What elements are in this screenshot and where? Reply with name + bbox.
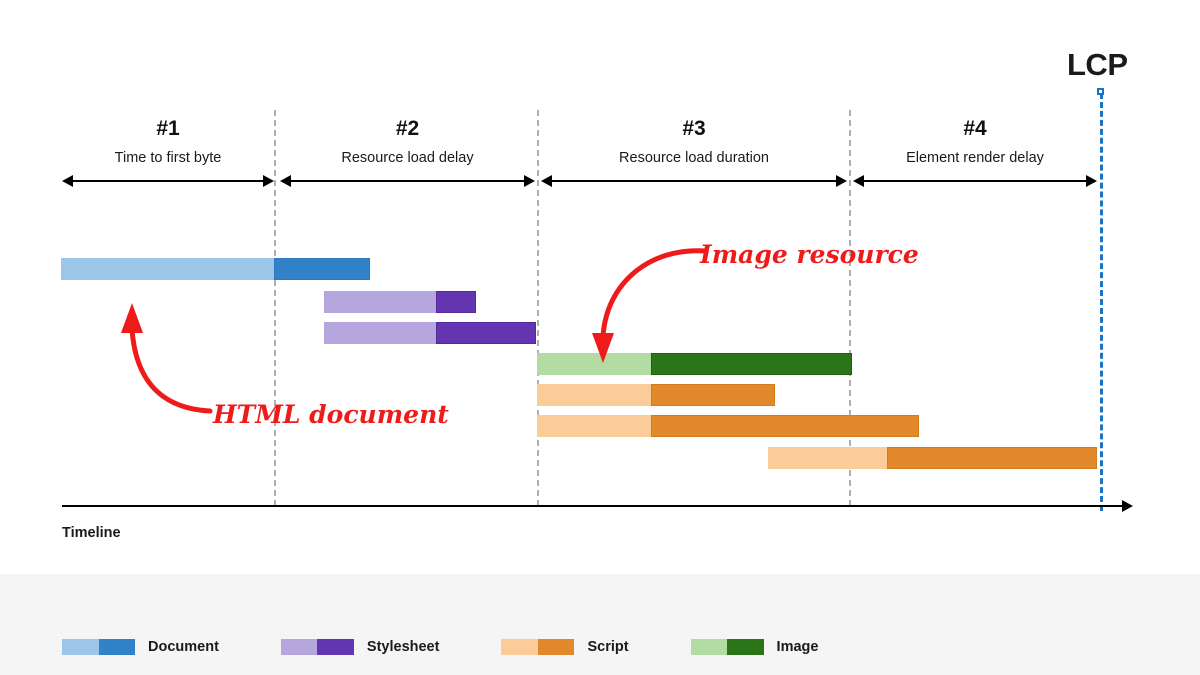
timeline-axis-label: Timeline — [62, 525, 121, 541]
chart-plot-area: LCP #1 Time to first byte #2 Resource lo… — [61, 47, 1133, 541]
phase-4-arrow — [853, 174, 1097, 188]
phase-1-name: Time to first byte — [114, 150, 222, 166]
bar-segment-pale — [324, 322, 436, 344]
phase-3-number: #3 — [682, 117, 706, 140]
phase-1: #1 Time to first byte — [62, 118, 274, 166]
phase-2-number: #2 — [395, 117, 420, 140]
bar-segment-pale — [768, 447, 887, 469]
phase-1-arrow — [62, 174, 274, 188]
phase-3: #3 Resource load duration — [541, 118, 847, 166]
arrow-head-left-icon — [541, 174, 552, 187]
phase-4-number: #4 — [963, 117, 987, 140]
bar-stylesheet-2 — [324, 322, 536, 344]
axis-arrow-head-icon — [1122, 499, 1133, 512]
arrow-head-left-icon — [853, 174, 864, 187]
arrow-head-left-icon — [62, 174, 73, 187]
bar-segment-solid — [651, 384, 775, 406]
html-document-annotation-label: HTML document — [213, 400, 449, 429]
lcp-label: LCP — [1067, 47, 1128, 82]
legend: Document Stylesheet Script — [0, 574, 1200, 675]
phase-2-name: Resource load delay — [341, 150, 474, 166]
bar-segment-pale — [61, 258, 274, 280]
bar-segment-pale — [537, 353, 651, 375]
phase-divider-3 — [849, 110, 851, 506]
bar-script-1 — [537, 384, 775, 406]
swatch-solid — [317, 638, 354, 655]
legend-swatch-image — [690, 638, 764, 655]
bar-segment-solid — [651, 415, 919, 437]
legend-swatch-script — [501, 638, 575, 655]
bar-segment-solid — [887, 447, 1097, 469]
legend-label-script: Script — [587, 638, 629, 655]
lcp-marker-line — [1100, 93, 1103, 511]
arrow-head-right-icon — [524, 174, 535, 187]
legend-swatch-stylesheet — [280, 638, 354, 655]
image-resource-annotation-label: Image resource — [700, 240, 919, 269]
bar-script-3 — [768, 447, 1097, 469]
swatch-solid — [98, 638, 135, 655]
bar-segment-solid — [274, 258, 370, 280]
legend-item-image: Image — [690, 638, 819, 655]
legend-label-stylesheet: Stylesheet — [366, 638, 440, 655]
legend-item-document: Document — [62, 638, 219, 655]
phase-2-arrow — [280, 174, 535, 188]
arrow-head-left-icon — [280, 174, 291, 187]
swatch-pale — [690, 638, 728, 655]
bar-segment-pale — [537, 415, 651, 437]
html-document-annotation-arrow — [121, 303, 213, 414]
phase-divider-2 — [537, 110, 539, 506]
arrow-head-right-icon — [836, 174, 847, 187]
bar-segment-pale — [324, 291, 436, 313]
phase-4-name: Element render delay — [906, 150, 1044, 166]
bar-segment-solid — [436, 322, 536, 344]
legend-label-document: Document — [148, 638, 219, 655]
phase-divider-1 — [274, 110, 276, 506]
timeline-axis — [62, 499, 1133, 512]
swatch-pale — [280, 638, 318, 655]
arrow-shaft — [548, 180, 840, 182]
bar-image — [537, 353, 852, 375]
phase-1-number: #1 — [156, 117, 180, 140]
phase-3-name: Resource load duration — [619, 150, 769, 166]
phase-4: #4 Element render delay — [853, 118, 1097, 166]
arrow-head-right-icon — [1086, 174, 1097, 187]
bar-segment-solid — [436, 291, 476, 313]
bar-document — [61, 258, 370, 280]
arrow-shaft — [860, 180, 1090, 182]
legend-swatch-document — [62, 638, 135, 655]
arrow-shaft — [69, 180, 267, 182]
legend-item-stylesheet: Stylesheet — [280, 638, 440, 655]
swatch-pale — [501, 638, 538, 655]
phase-3-arrow — [541, 174, 847, 188]
legend-label-image: Image — [776, 638, 819, 655]
swatch-solid — [727, 638, 764, 655]
legend-items: Document Stylesheet Script — [62, 638, 880, 655]
image-resource-annotation-arrow — [592, 248, 709, 363]
arrow-head-right-icon — [263, 174, 274, 187]
swatch-solid — [537, 638, 575, 655]
bar-segment-solid — [651, 353, 852, 375]
bar-segment-pale — [537, 384, 651, 406]
legend-item-script: Script — [501, 638, 629, 655]
phase-2: #2 Resource load delay — [280, 118, 535, 166]
bar-script-2 — [537, 415, 919, 437]
swatch-pale — [62, 638, 99, 655]
arrow-shaft — [287, 180, 528, 182]
bar-stylesheet-1 — [324, 291, 476, 313]
